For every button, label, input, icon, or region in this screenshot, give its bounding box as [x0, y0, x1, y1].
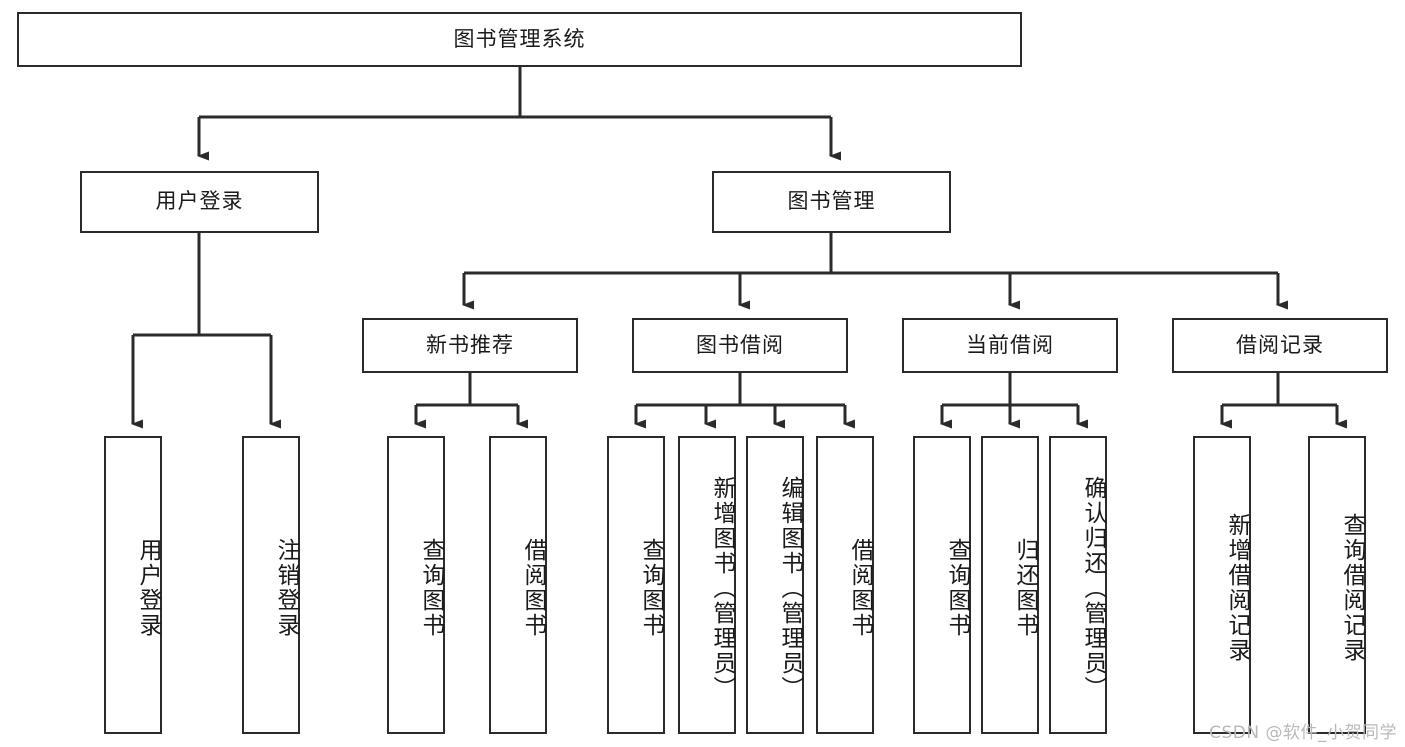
leaf-user-login-signin-label: 用户登录 — [135, 538, 161, 638]
leaf-borrow-query-book[interactable]: 查询图书 — [607, 436, 665, 734]
node-user-login[interactable]: 用户登录 — [80, 171, 319, 233]
leaf-current-confirm-return-label: 确认归还（管理员） — [1080, 475, 1106, 701]
node-borrow-record-label: 借阅记录 — [1236, 332, 1324, 357]
leaf-current-return-book[interactable]: 归还图书 — [981, 436, 1039, 734]
leaf-record-query[interactable]: 查询借阅记录 — [1308, 436, 1366, 734]
node-current-borrow[interactable]: 当前借阅 — [902, 318, 1118, 373]
leaf-borrow-borrow-book-label: 借阅图书 — [847, 538, 873, 638]
node-book-borrow-label: 图书借阅 — [696, 332, 784, 357]
leaf-borrow-add-book-label: 新增图书（管理员） — [709, 475, 735, 701]
node-user-login-label: 用户登录 — [155, 189, 244, 214]
leaf-borrow-edit-book[interactable]: 编辑图书（管理员） — [746, 436, 804, 734]
node-root-library-system[interactable]: 图书管理系统 — [17, 12, 1022, 67]
leaf-new-book-borrow[interactable]: 借阅图书 — [489, 436, 547, 734]
leaf-borrow-edit-book-label: 编辑图书（管理员） — [777, 475, 803, 701]
leaf-user-login-signin[interactable]: 用户登录 — [104, 436, 162, 734]
leaf-record-add[interactable]: 新增借阅记录 — [1193, 436, 1251, 734]
leaf-current-query-book-label: 查询图书 — [944, 538, 970, 638]
node-new-book-recommend[interactable]: 新书推荐 — [362, 318, 578, 373]
leaf-user-login-signout[interactable]: 注销登录 — [242, 436, 300, 734]
leaf-current-return-book-label: 归还图书 — [1012, 538, 1038, 638]
leaf-new-book-query-label: 查询图书 — [418, 538, 444, 638]
leaf-user-login-signout-label: 注销登录 — [273, 538, 299, 638]
node-book-management[interactable]: 图书管理 — [712, 171, 951, 233]
leaf-borrow-query-book-label: 查询图书 — [638, 538, 664, 638]
node-root-label: 图书管理系统 — [453, 26, 586, 51]
node-current-borrow-label: 当前借阅 — [966, 332, 1054, 357]
node-borrow-record[interactable]: 借阅记录 — [1172, 318, 1388, 373]
leaf-borrow-borrow-book[interactable]: 借阅图书 — [816, 436, 874, 734]
node-new-book-recommend-label: 新书推荐 — [426, 332, 514, 357]
leaf-current-confirm-return[interactable]: 确认归还（管理员） — [1049, 436, 1107, 734]
node-book-management-label: 图书管理 — [787, 189, 876, 214]
node-book-borrow[interactable]: 图书借阅 — [632, 318, 848, 373]
leaf-new-book-borrow-label: 借阅图书 — [520, 538, 546, 638]
leaf-current-query-book[interactable]: 查询图书 — [913, 436, 971, 734]
leaf-record-query-label: 查询借阅记录 — [1339, 513, 1365, 663]
leaf-new-book-query[interactable]: 查询图书 — [387, 436, 445, 734]
leaf-borrow-add-book[interactable]: 新增图书（管理员） — [678, 436, 736, 734]
leaf-record-add-label: 新增借阅记录 — [1224, 513, 1250, 663]
csdn-watermark: CSDN @软件_小贺同学 — [1209, 723, 1397, 743]
